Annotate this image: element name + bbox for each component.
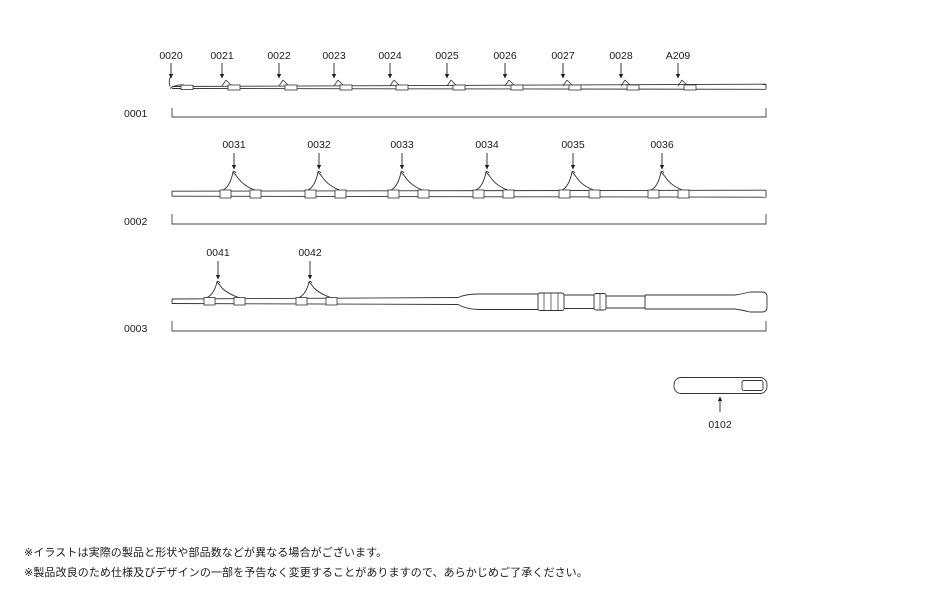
guide-ring [660,170,665,174]
line-guide: 0042 [295,247,338,306]
part-label: 0028 [609,50,633,62]
part-label: 0020 [159,50,183,62]
part-label: 0024 [378,50,402,62]
guide-wrap [304,189,317,199]
section-label: 0002 [124,216,148,228]
guide-ring [216,280,221,284]
guide-wrap [395,84,409,91]
guide-ring [571,170,576,174]
disclaimer-note-1: ※イラストは実際の製品と形状や部品数などが異なる場合がございます。 [24,546,388,559]
line-guide: 0026 [493,50,524,91]
guide-ring [400,170,405,174]
guide-wrap [568,84,582,91]
guide-frame [560,171,596,191]
rod-butt-blank [171,291,768,313]
section-0002: 0031 0032 0033 0034 0035 0036 0002 [124,139,767,228]
line-guide: 0024 [378,50,409,91]
section-bracket [171,321,767,332]
guide-wrap [683,84,697,91]
line-guide: 0027 [551,50,582,91]
line-guide: 0036 [647,139,690,199]
guide-wrap [626,84,640,91]
guide-wrap [417,189,430,199]
line-guide: 0035 [558,139,601,199]
part-label: 0034 [475,139,499,151]
part-label: 0042 [298,247,322,259]
guide-wrap [677,189,690,199]
guide-frame [306,171,342,191]
part-label: 0036 [650,139,674,151]
part-label: 0025 [435,50,459,62]
part-label: 0033 [390,139,414,151]
rod-middle-blank [171,189,767,198]
part-label: 0023 [322,50,346,62]
line-guide: A209 [666,50,697,91]
line-guide: 0033 [387,139,430,199]
line-guide: 0020 [159,50,183,79]
guide-ring [317,170,322,174]
guide-wrap [452,84,466,91]
guide-frame [221,171,257,191]
section-label: 0001 [124,108,148,120]
line-guide: 0032 [304,139,347,199]
part-label: 0026 [493,50,517,62]
section-0003: 0041 0042 0003 [124,247,768,335]
guide-wrap [588,189,601,199]
line-guide: 0023 [322,50,353,91]
part-label: 0032 [307,139,331,151]
guide-wrap [502,189,515,199]
line-guide: 0021 [210,50,241,91]
section-label: 0003 [124,323,148,335]
guide-wrap [387,189,400,199]
guide-wrap [233,297,246,306]
guide-frame [649,171,685,191]
butt-cap-0102: 0102 [673,377,768,431]
guide-ring [232,170,237,174]
guide-ring [485,170,490,174]
part-label: A209 [666,50,691,62]
part-label: 0035 [561,139,585,151]
line-guide: 0041 [203,247,246,306]
section-0001: 0020 0021 0022 0023 0024 0025 0026 0027 0028 A209… [124,50,767,120]
guide-wrap [295,297,308,306]
guide-wrap [249,189,262,199]
section-bracket [171,108,767,118]
guide-wrap [647,189,660,199]
guide-frame [474,171,510,191]
butt-cap-window [741,380,764,391]
rod-tip-blank [168,75,767,90]
guide-wrap [219,189,232,199]
guide-frame [297,281,333,299]
part-label: 0102 [708,419,732,431]
guide-wrap [510,84,524,91]
guide-wrap [325,297,338,306]
line-guide: 0025 [435,50,466,91]
part-label: 0041 [206,247,230,259]
disclaimer-note-2: ※製品改良のため仕様及びデザインの一部を予告なく変更することがありますので、あら… [24,566,588,579]
guide-wrap [227,84,241,91]
guide-wrap [334,189,347,199]
line-guide: 0031 [219,139,262,199]
part-label: 0031 [222,139,246,151]
guide-wrap [558,189,571,199]
line-guide: 0028 [609,50,640,91]
line-guide: 0034 [472,139,515,199]
part-label: 0022 [267,50,291,62]
guide-frame [389,171,425,191]
guide-ring [308,280,313,284]
guide-wrap [284,84,298,91]
guide-frame [205,281,241,299]
guide-wrap [203,297,216,306]
part-label: 0027 [551,50,575,62]
line-guide: 0022 [267,50,298,91]
guide-wrap [339,84,353,91]
guide-wrap [472,189,485,199]
part-label: 0021 [210,50,234,62]
section-bracket [171,214,767,225]
